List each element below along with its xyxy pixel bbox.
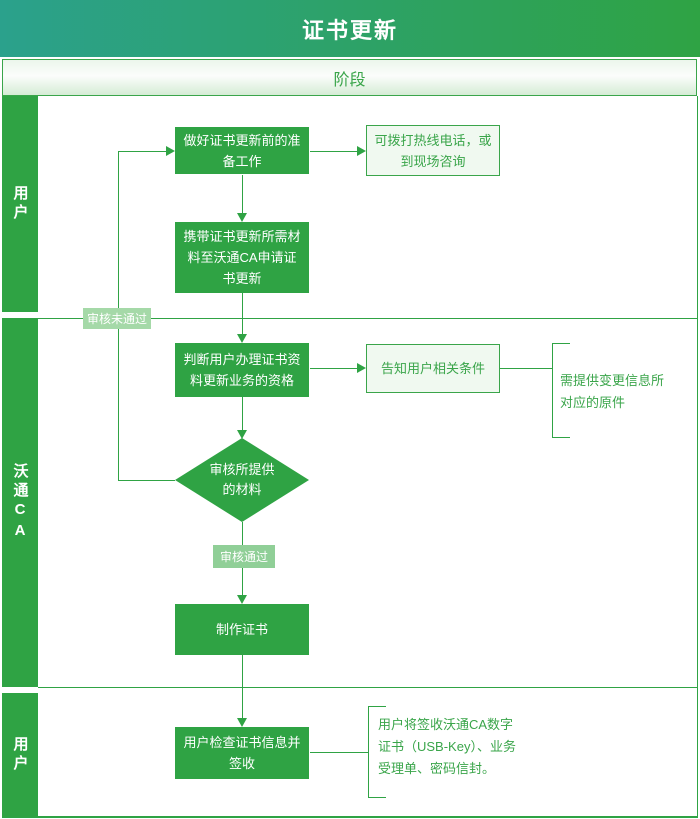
connector-line bbox=[242, 397, 243, 432]
lane-user-top: 用户 bbox=[2, 96, 38, 312]
connector-line bbox=[500, 368, 552, 369]
bracket-line bbox=[552, 343, 553, 438]
connector-line bbox=[310, 151, 358, 152]
phase-header-bar: 阶段 bbox=[2, 59, 697, 96]
originals-note: 需提供变更信息所对应的原件 bbox=[560, 373, 665, 410]
bracket-line bbox=[368, 706, 369, 798]
bracket-line bbox=[368, 706, 386, 707]
arrowhead-down-icon bbox=[237, 213, 247, 222]
bracket-line bbox=[552, 343, 570, 344]
lane-divider-line bbox=[38, 318, 698, 319]
lane-label: 沃通CA bbox=[11, 462, 29, 543]
arrowhead-right-icon bbox=[357, 146, 366, 156]
bracket-line bbox=[368, 797, 386, 798]
connector-line bbox=[310, 368, 358, 369]
review-diamond-label: 审核所提供的材料 bbox=[209, 462, 275, 497]
qualify-box: 判断用户办理证书资料更新业务的资格 bbox=[175, 343, 309, 397]
review-fail-label: 审核未通过 bbox=[83, 308, 151, 329]
arrowhead-down-icon bbox=[237, 334, 247, 343]
frame-bottom-border bbox=[2, 816, 698, 818]
connector-line bbox=[310, 752, 368, 753]
arrowhead-right-icon bbox=[166, 146, 175, 156]
materials-box: 携带证书更新所需材料至沃通CA申请证书更新 bbox=[175, 222, 309, 293]
loopback-line bbox=[118, 480, 175, 481]
review-diamond: 审核所提供的材料 bbox=[175, 438, 309, 522]
lane-label: 用户 bbox=[11, 185, 29, 223]
arrowhead-down-icon bbox=[237, 718, 247, 727]
bracket-line bbox=[552, 437, 570, 438]
lane-wotrus-ca: 沃通CA bbox=[2, 318, 38, 687]
arrowhead-right-icon bbox=[357, 363, 366, 373]
review-pass-label: 审核通过 bbox=[213, 545, 275, 568]
prepare-box: 做好证书更新前的准备工作 bbox=[175, 127, 309, 174]
connector-line bbox=[242, 293, 243, 335]
lane-user-bottom: 用户 bbox=[2, 693, 38, 816]
hotline-box: 可拨打热线电话，或到现场咨询 bbox=[366, 125, 500, 176]
check-sign-box: 用户检查证书信息并签收 bbox=[175, 727, 309, 779]
lane-divider-line bbox=[38, 687, 698, 688]
inform-box: 告知用户相关条件 bbox=[366, 344, 500, 393]
loopback-line bbox=[118, 151, 166, 152]
receive-note: 用户将签收沃通CA数字证书（USB-Key）、业务受理单、密码信封。 bbox=[378, 717, 516, 776]
connector-line bbox=[242, 655, 243, 718]
frame-right-border bbox=[697, 96, 698, 817]
arrowhead-down-icon bbox=[237, 595, 247, 604]
connector-line bbox=[242, 175, 243, 214]
page-title: 证书更新 bbox=[0, 0, 700, 57]
make-cert-box: 制作证书 bbox=[175, 604, 309, 655]
arrowhead-down-icon bbox=[237, 430, 247, 439]
lane-label: 用户 bbox=[11, 735, 29, 774]
